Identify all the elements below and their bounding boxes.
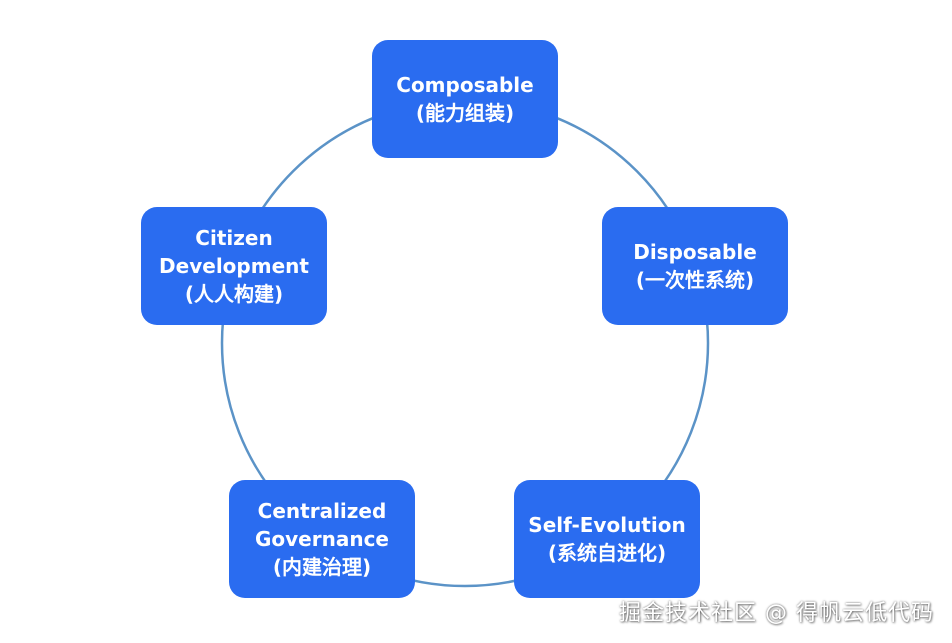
node-label-line: (能力组装) [415,101,515,125]
node-label-line: Composable [396,73,534,97]
node-label-line: Governance [254,527,389,551]
node-citizen-development[interactable]: Citizen Development (人人构建) [141,207,327,325]
node-label-line: Citizen [195,226,273,250]
node-label-line: Centralized [257,499,387,523]
node-centralized-governance[interactable]: Centralized Governance (内建治理) [229,480,415,598]
node-self-evolution[interactable]: Self-Evolution (系统自进化) [514,480,700,598]
node-label-line: (系统自进化) [547,541,667,565]
node-label-line: (一次性系统) [635,268,755,292]
node-label-line: Development [159,254,309,278]
node-label-line: (人人构建) [184,282,284,306]
watermark: 掘金技术社区 @ 得帆云低代码 [619,601,934,626]
node-composable[interactable]: Composable (能力组装) [372,40,558,158]
node-label-line: Self-Evolution [528,513,686,537]
node-disposable[interactable]: Disposable (一次性系统) [602,207,788,325]
node-label-line: Disposable [633,240,757,264]
node-label-line: (内建治理) [272,555,372,579]
